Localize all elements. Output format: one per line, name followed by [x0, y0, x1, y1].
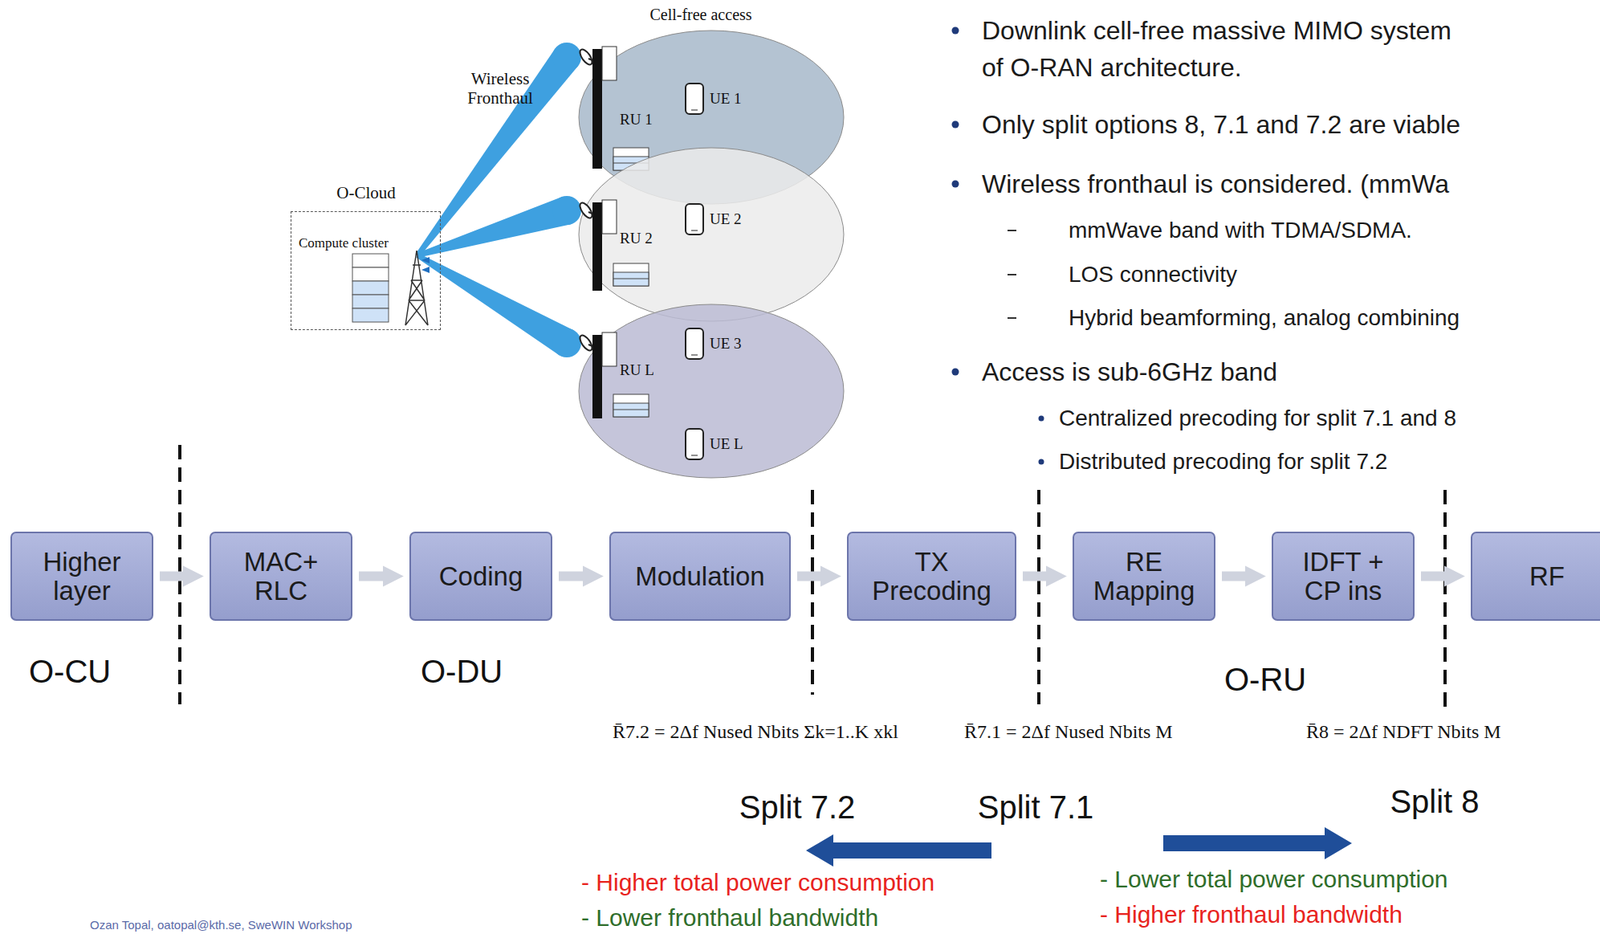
box-label: Coding	[439, 561, 524, 591]
bullet-dot	[952, 27, 960, 35]
text-label: Hybrid beamforming, analog combining	[1068, 305, 1460, 331]
process-box: MAC+ RLC	[209, 531, 353, 621]
node-label: UE 1	[709, 89, 742, 108]
phone-icon	[685, 328, 704, 359]
cell-outline	[578, 147, 844, 322]
node-label: UE 3	[709, 334, 742, 353]
flow-arrow	[1420, 571, 1449, 582]
flow-arrow	[159, 571, 188, 582]
text-label: Access is sub-6GHz band	[981, 357, 1278, 387]
fronthaul-beam	[552, 328, 582, 358]
node-shape	[291, 211, 442, 331]
text-label: mmWave band with TDMA/SDMA.	[1068, 217, 1413, 244]
process-box: RE Mapping	[1072, 531, 1216, 621]
process-box: Modulation	[609, 531, 791, 621]
flow-arrow	[1022, 571, 1051, 582]
text-label: Cell-free access	[649, 5, 752, 25]
box-label: MAC+ RLC	[240, 547, 322, 605]
text-label: Only split options 8, 7.1 and 7.2 are vi…	[981, 109, 1461, 140]
text-label: Split 8	[1389, 782, 1479, 820]
box-label: IDFT + CP ins	[1290, 547, 1396, 605]
box-label: Higher layer	[33, 547, 131, 605]
node-label: UE L	[709, 435, 744, 453]
phone-icon	[685, 203, 704, 235]
compute-stack	[352, 253, 389, 322]
process-box: Coding	[409, 531, 553, 621]
node-label: UE 2	[709, 210, 742, 228]
radio-unit	[578, 46, 649, 171]
process-box: IDFT + CP ins	[1271, 531, 1415, 621]
node-shape	[561, 141, 851, 328]
node-shape	[561, 297, 851, 485]
node-label: O-Cloud	[336, 183, 396, 204]
bullet-dot	[952, 180, 960, 188]
antenna-mark	[421, 256, 430, 273]
text-label: LOS connectivity	[1068, 261, 1238, 288]
box-label: RF	[1529, 561, 1565, 591]
text-label: R̄7.2 = 2Δf Nused Nbits Σk=1..K xkl	[612, 720, 899, 744]
text-label: O-DU	[420, 652, 503, 690]
text-label: O-CU	[28, 652, 111, 690]
fronthaul-beam	[416, 196, 571, 258]
process-box: Higher layer	[10, 531, 154, 621]
text-label: Centralized precoding for split 7.1 and …	[1058, 405, 1457, 432]
node-label: Compute cluster	[298, 235, 389, 252]
text-label: Wireless Fronthaul	[455, 69, 545, 108]
flow-arrow	[1221, 571, 1250, 582]
text-label: - Lower total power consumption	[1099, 865, 1449, 894]
process-box: RF	[1470, 531, 1600, 621]
tower-icon	[405, 250, 428, 326]
node-label: RU 2	[619, 229, 653, 248]
text-label: - Lower fronthaul bandwidth	[581, 903, 879, 933]
box-label: Modulation	[635, 561, 765, 591]
text-label: - Higher fronthaul bandwidth	[1099, 900, 1403, 929]
bullet-dash	[1007, 273, 1017, 276]
flow-arrow	[358, 571, 387, 582]
bullet-dot	[952, 121, 960, 129]
flow-arrow	[797, 571, 825, 582]
box-label: RE Mapping	[1087, 547, 1201, 605]
node-label: RU 1	[619, 110, 653, 129]
text-label: - Higher total power consumption	[581, 868, 935, 897]
cell-outline	[578, 304, 844, 478]
split-line	[1037, 489, 1041, 705]
text-label: O-RU	[1224, 660, 1307, 698]
bullets	[952, 27, 1045, 465]
text-label: of O-RAN architecture.	[981, 52, 1242, 83]
split-lines	[179, 444, 1446, 709]
process-box: TX Precoding	[846, 531, 1017, 621]
text-label: Split 7.2	[739, 788, 856, 826]
text-label: Split 7.1	[977, 788, 1095, 826]
bullet-dot	[1038, 459, 1045, 465]
cloud-box: O-CloudCompute cluster	[290, 211, 441, 330]
flow-arrow	[558, 571, 587, 582]
fronthaul-beam	[552, 195, 582, 225]
fronthaul-beam	[552, 42, 582, 72]
bullet-dot	[952, 368, 960, 376]
box-label: TX Precoding	[865, 547, 998, 605]
fronthaul-beam	[415, 252, 575, 355]
text-label: Ozan Topal, oatopal@kth.se, SweWIN Works…	[89, 917, 353, 932]
cell-ellipse: RU 2 UE 2	[561, 141, 851, 328]
text-label: Wireless fronthaul is considered. (mmWa	[981, 169, 1450, 200]
bullet-dot	[1038, 415, 1045, 422]
direction-arrow	[1163, 826, 1352, 860]
bullet-dash	[1007, 229, 1017, 232]
sub-bullets	[1007, 230, 1017, 318]
text-label: R̄8 = 2Δf NDFT Nbits M	[1306, 720, 1502, 744]
text-label: R̄7.1 = 2Δf Nused Nbits M	[964, 720, 1173, 744]
split-line	[1443, 489, 1447, 709]
bullet-dash	[1007, 317, 1017, 319]
phone-icon	[685, 428, 704, 460]
node-label: RU L	[619, 361, 655, 379]
direction-arrow	[806, 834, 992, 867]
cell-ellipse: RU L UE 3 UE L	[561, 297, 851, 485]
text-label: Distributed precoding for split 7.2	[1058, 448, 1388, 475]
text-label: Downlink cell-free massive MIMO system	[981, 16, 1452, 46]
phone-icon	[685, 83, 704, 114]
split-line	[810, 489, 815, 695]
